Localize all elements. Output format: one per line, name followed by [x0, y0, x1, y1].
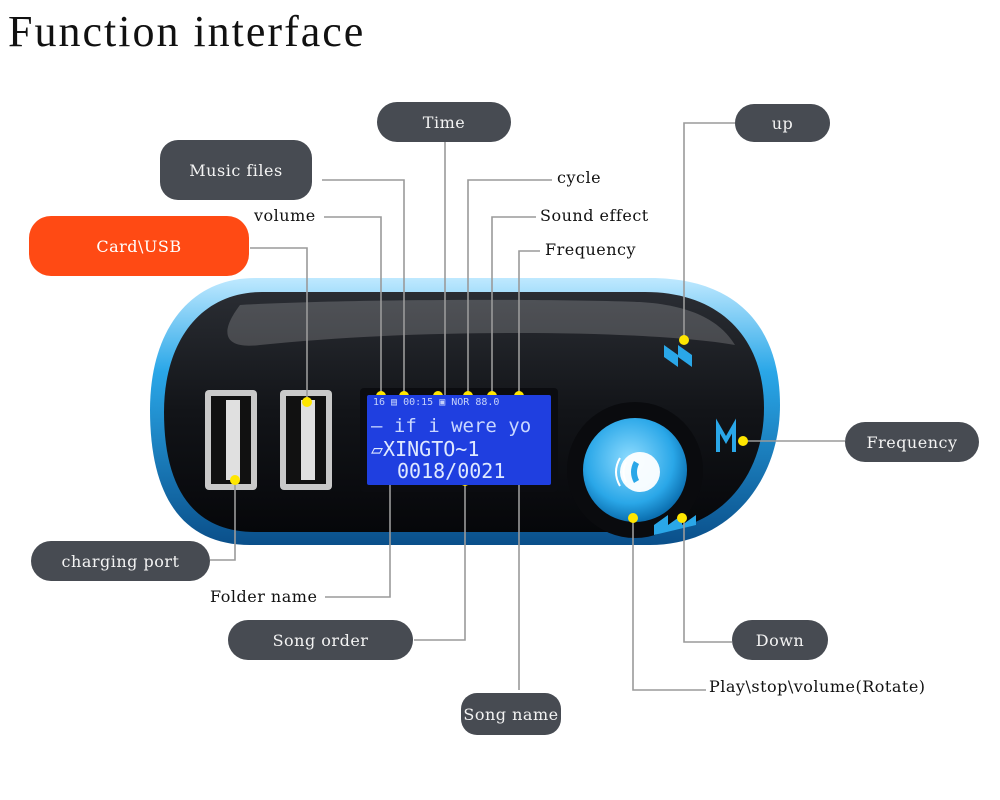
- label-sound-effect: Sound effect: [540, 206, 649, 225]
- leader-charging-port: [210, 480, 236, 561]
- label-card-usb: Card\USB: [29, 216, 249, 276]
- marker-charging-port: [230, 475, 240, 485]
- prev-track-icon[interactable]: [664, 345, 692, 367]
- label-folder-name: Folder name: [210, 587, 318, 606]
- lcd-song-order: 0018/0021: [397, 459, 506, 483]
- usb-port-icon: [280, 390, 332, 490]
- leader-song-order: [414, 481, 466, 641]
- marker-play-stop: [628, 513, 638, 523]
- label-up: up: [735, 104, 830, 142]
- marker-down: [677, 513, 687, 523]
- leader-card-usb: [250, 247, 308, 402]
- label-charging-port: charging port: [31, 541, 210, 581]
- label-down: Down: [732, 620, 828, 660]
- marker-frequency-right: [738, 436, 748, 446]
- leader-volume: [324, 216, 382, 396]
- next-track-icon[interactable]: [654, 515, 696, 535]
- leader-folder-name: [325, 445, 391, 598]
- leader-up: [683, 122, 735, 340]
- page-title: Function interface: [8, 7, 366, 56]
- mode-icon[interactable]: [716, 418, 736, 452]
- leader-play-stop: [632, 518, 706, 691]
- lcd-status-row: 16 ▤ 00:15 ▣ NOR 88.0: [373, 397, 500, 408]
- lcd-song-name: — if i were yo: [371, 415, 532, 437]
- usb-port-icon: [205, 390, 257, 490]
- leader-music-files: [322, 179, 405, 396]
- label-music-files: Music files: [160, 140, 312, 200]
- phone-icon: [615, 452, 660, 492]
- label-frequency-right: Frequency: [845, 422, 979, 462]
- label-song-name: Song name: [461, 693, 561, 735]
- lcd-folder-name: ▱XINGTO~1: [371, 437, 480, 461]
- device-glare: [227, 299, 735, 346]
- label-song-order: Song order: [228, 620, 413, 660]
- leader-cycle: [467, 179, 552, 396]
- leader-down: [683, 518, 732, 643]
- label-frequency-top: Frequency: [545, 240, 637, 259]
- label-cycle: cycle: [557, 168, 602, 187]
- lcd-screen: 16 ▤ 00:15 ▣ NOR 88.0 — if i were yo ▱XI…: [367, 395, 551, 485]
- label-time: Time: [377, 102, 511, 142]
- label-play-stop-volume: Play\stop\volume(Rotate): [709, 677, 926, 696]
- leader-frequency-top: [518, 250, 540, 396]
- marker-up: [679, 335, 689, 345]
- marker-card-usb: [302, 397, 312, 407]
- leader-sound-effect: [491, 216, 536, 396]
- label-volume: volume: [254, 206, 316, 225]
